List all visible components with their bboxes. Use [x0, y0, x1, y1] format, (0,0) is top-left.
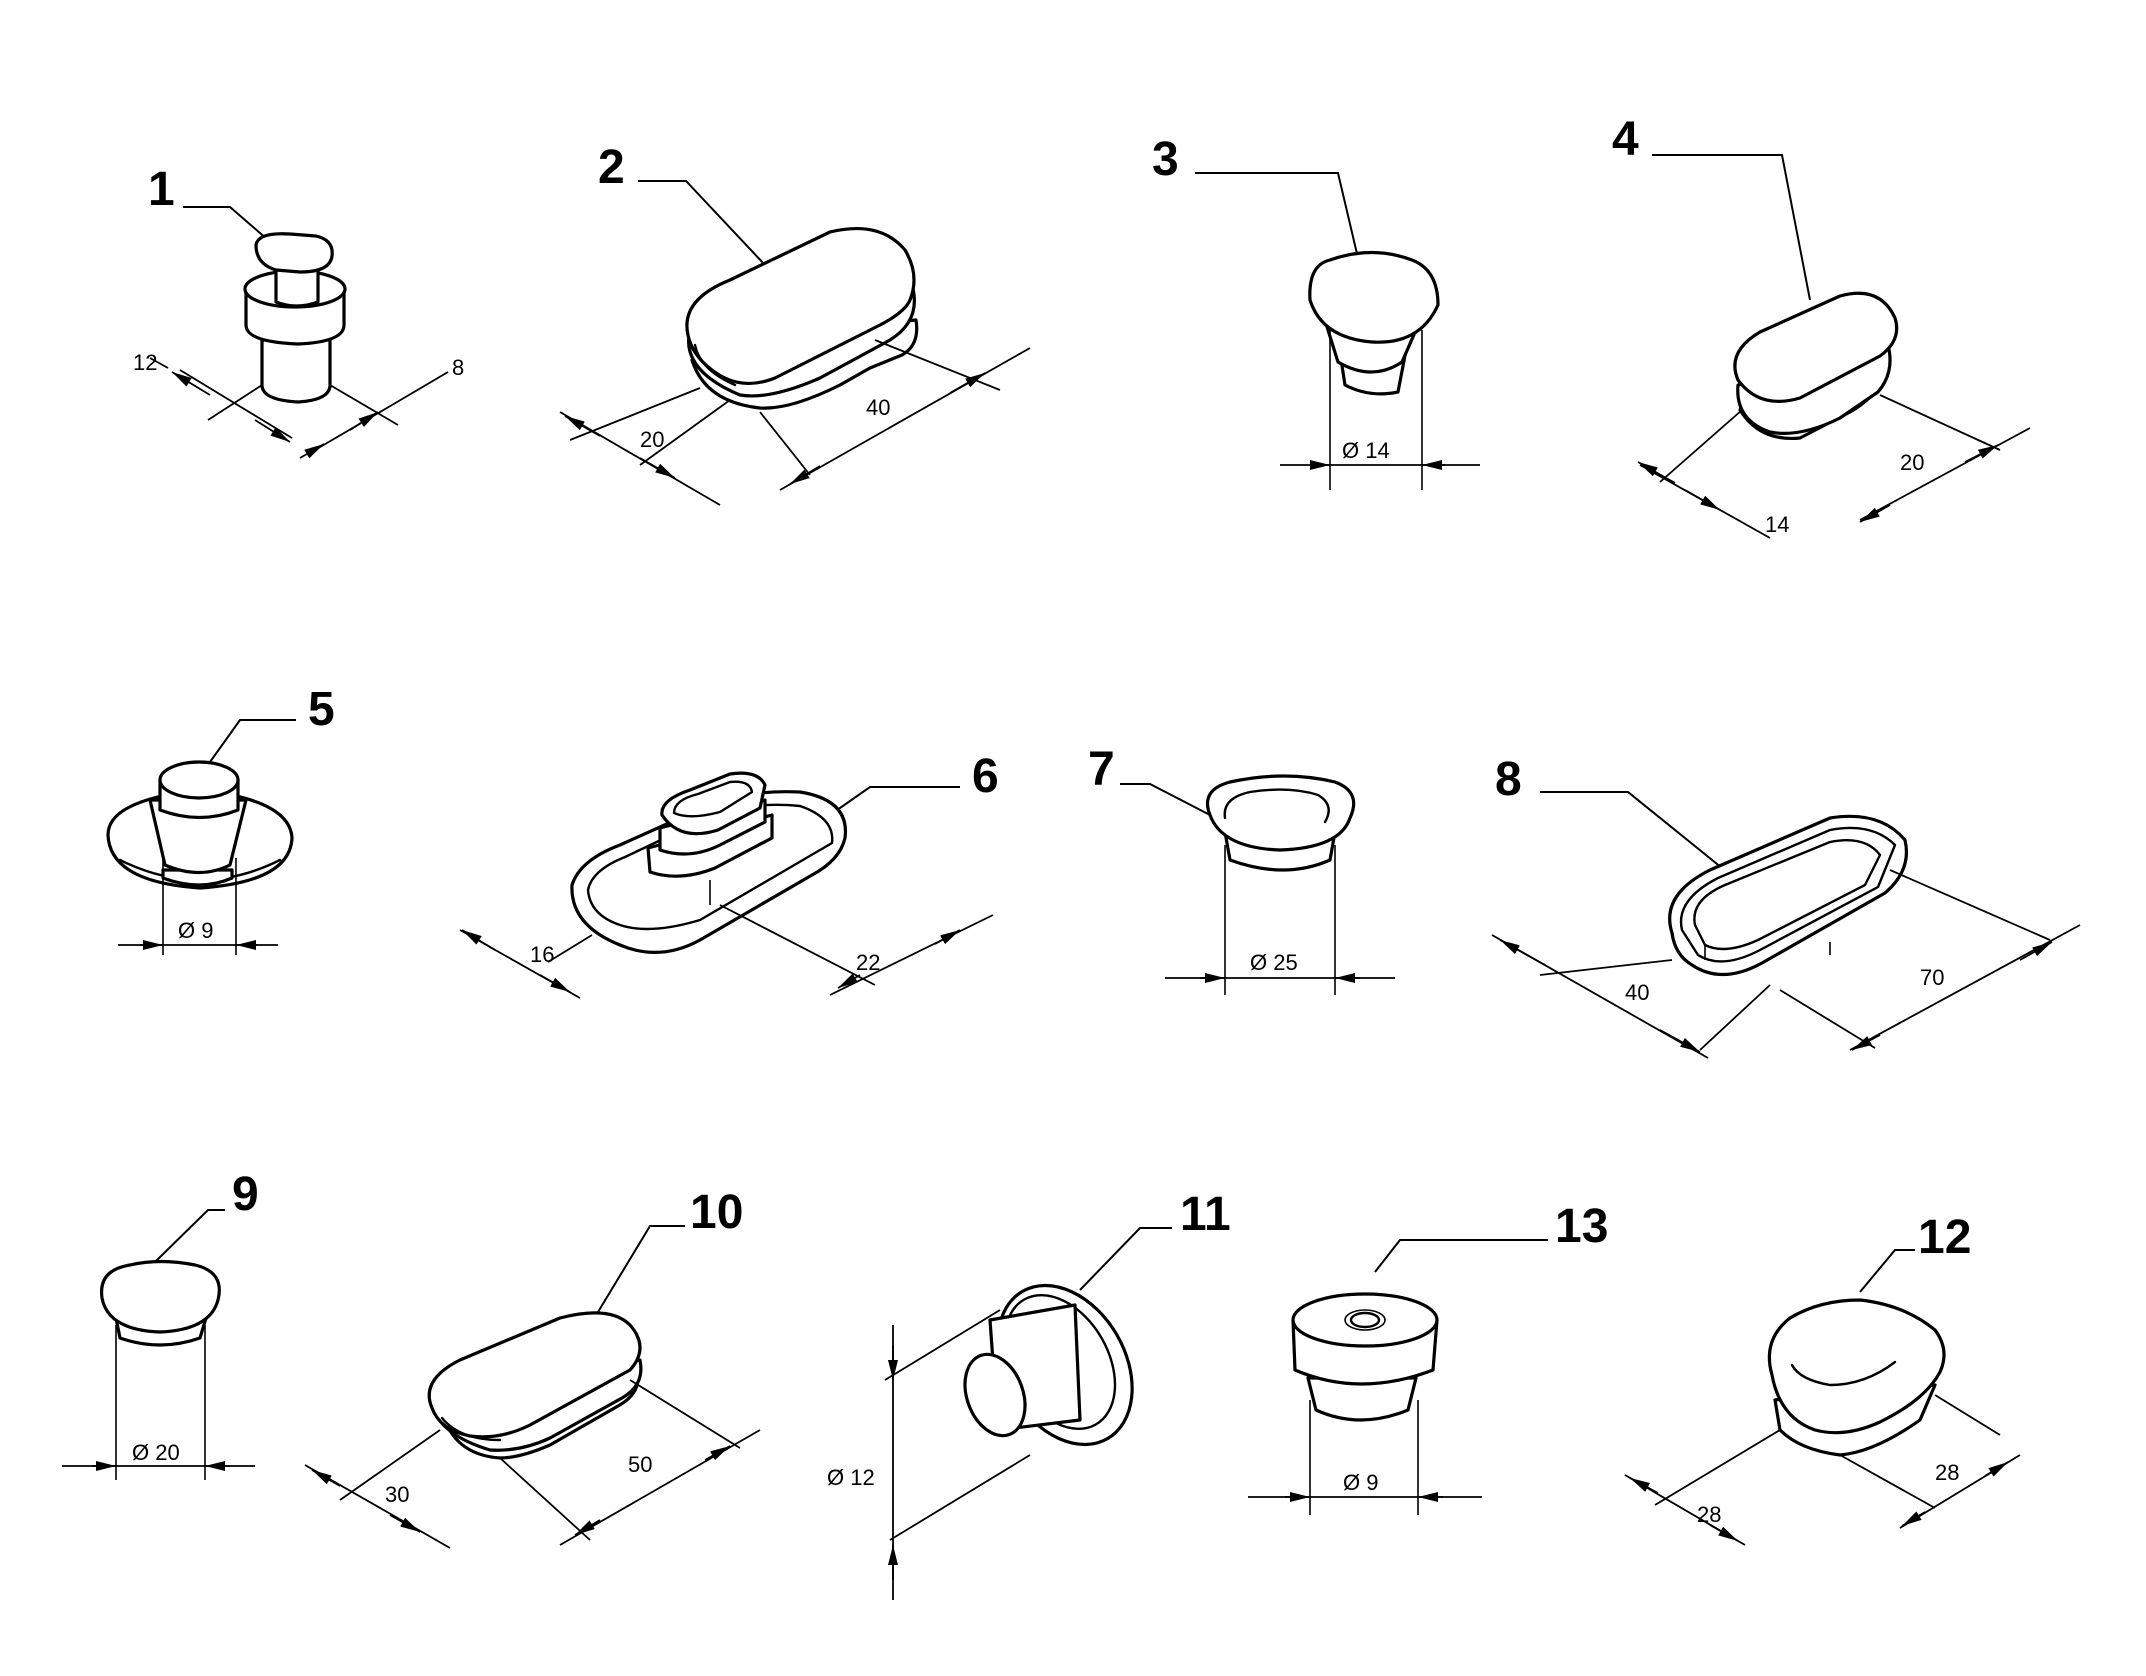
part-12: 12 28 28 [1624, 1211, 2021, 1546]
callout-12: 12 [1918, 1211, 1971, 1264]
dim-6-a: 16 [530, 942, 554, 967]
callout-4: 4 [1612, 113, 1639, 166]
callout-1: 1 [148, 163, 175, 216]
part-1: 1 12 8 [133, 163, 464, 459]
dim-5-a: Ø 9 [178, 918, 213, 943]
callout-13: 13 [1555, 1200, 1608, 1253]
dim-8-b: 70 [1920, 965, 1944, 990]
dim-2-b: 40 [866, 395, 890, 420]
callout-3: 3 [1152, 133, 1179, 186]
dim-13-a: Ø 9 [1343, 1470, 1378, 1495]
part-5: 5 Ø 9 [106, 683, 335, 955]
dim-9-a: Ø 20 [132, 1440, 180, 1465]
part-4: 4 14 20 [1612, 113, 2031, 539]
dim-3-a: Ø 14 [1342, 438, 1390, 463]
part-2: 2 20 40 [559, 141, 1031, 506]
dim-8-a: 40 [1625, 980, 1649, 1005]
dim-10-b: 50 [628, 1452, 652, 1477]
callout-5: 5 [308, 683, 335, 736]
callout-2: 2 [598, 141, 625, 194]
part-10: 10 30 50 [304, 1186, 761, 1549]
part-8: 8 40 70 [1491, 753, 2081, 1059]
dim-1-b: 8 [452, 355, 464, 380]
callout-6: 6 [972, 750, 999, 803]
part-11: 11 Ø 12 [827, 1188, 1231, 1600]
dim-4-b: 20 [1900, 450, 1924, 475]
part-7: 7 Ø 25 [1088, 743, 1395, 995]
callout-8: 8 [1495, 753, 1522, 806]
callout-9: 9 [232, 1168, 259, 1221]
part-3: 3 Ø 14 [1152, 133, 1480, 490]
dim-12-a: 28 [1697, 1502, 1721, 1527]
callout-7: 7 [1088, 743, 1115, 796]
dim-10-a: 30 [385, 1482, 409, 1507]
dim-12-b: 28 [1935, 1460, 1959, 1485]
part-9: 9 Ø 20 [62, 1168, 259, 1480]
dim-7-a: Ø 25 [1250, 950, 1298, 975]
dim-11-a: Ø 12 [827, 1465, 875, 1490]
part-6: 6 16 22 [459, 750, 999, 999]
dim-2-a: 20 [640, 427, 664, 452]
part-13: 13 Ø 9 [1248, 1200, 1608, 1515]
dim-6-b: 22 [856, 950, 880, 975]
dim-4-a: 14 [1765, 512, 1789, 537]
callout-11: 11 [1180, 1188, 1231, 1241]
callout-10: 10 [690, 1186, 743, 1239]
dim-1-a: 12 [133, 350, 157, 375]
